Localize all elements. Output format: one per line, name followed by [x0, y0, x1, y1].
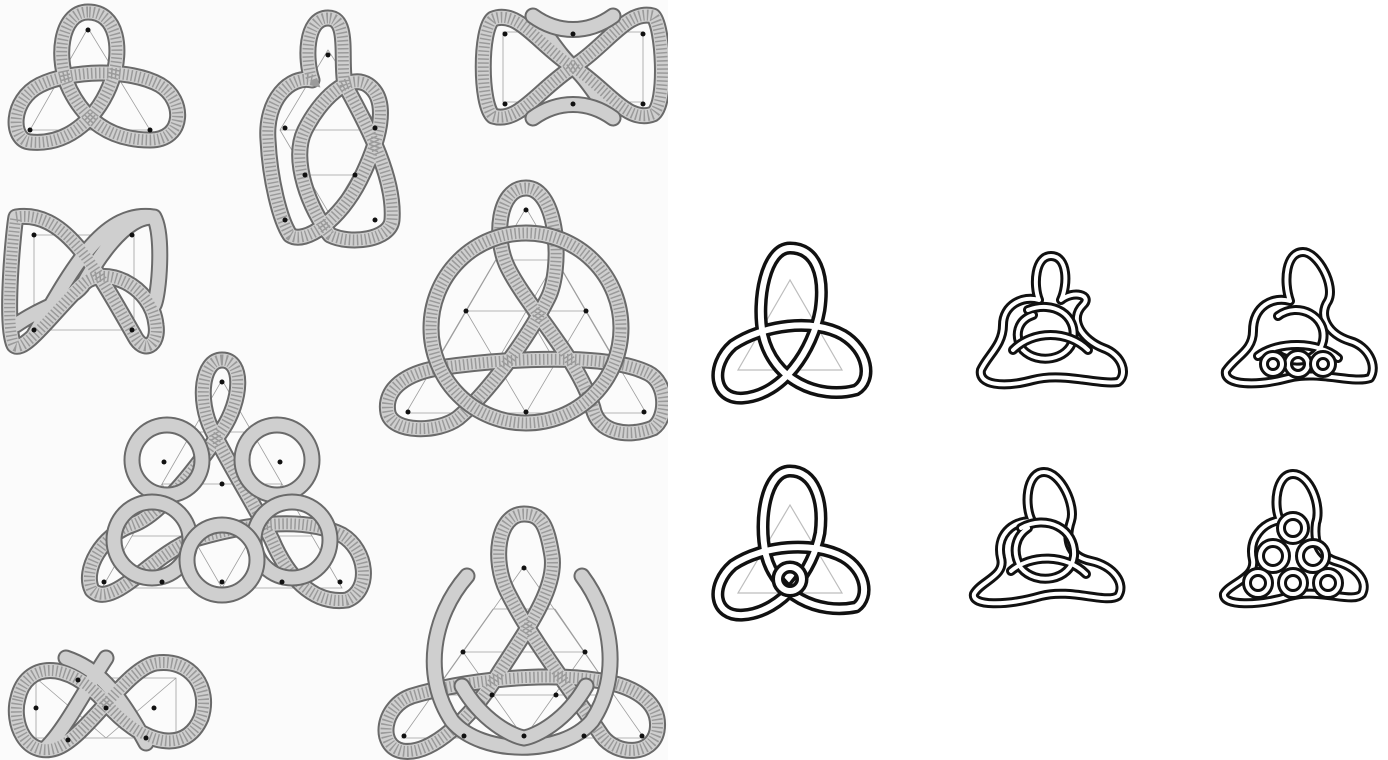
lattice-knot-variant-3	[1218, 246, 1378, 391]
small-trefoil-construction	[0, 0, 190, 160]
large-triangle-construction	[372, 506, 666, 760]
knot-band	[89, 360, 363, 601]
knot-band	[386, 514, 658, 751]
triangle-lattice-construction	[82, 350, 372, 612]
knot-band	[16, 12, 178, 142]
knot-band	[387, 188, 663, 433]
lattice-knot-variant-6	[1218, 468, 1368, 610]
trefoil-knot-variant-1	[708, 240, 873, 405]
knot-variants-panel	[668, 0, 1388, 760]
lattice-knot-variant-2	[973, 250, 1128, 392]
knot-band	[16, 658, 203, 750]
trefoil-knot-variant-4	[708, 465, 873, 620]
square-knot-construction	[4, 205, 166, 360]
small-band-construction	[6, 648, 212, 760]
lattice-knot-variant-5	[966, 466, 1126, 610]
large-circle-trefoil-construction	[378, 178, 668, 448]
band-3x1-construction	[478, 4, 668, 130]
construction-diagrams-panel	[0, 0, 668, 760]
